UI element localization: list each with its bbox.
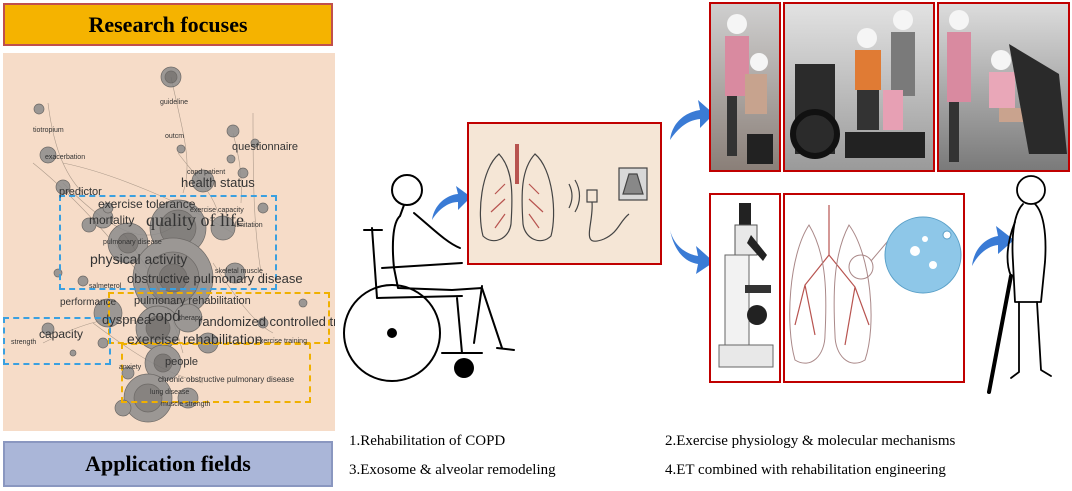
research-focuses-title: Research focuses: [88, 11, 248, 37]
wheel-hub-icon: [390, 331, 394, 335]
keyword-exercise-rehabilitation: exercise rehabilitation: [127, 331, 263, 347]
keyword-pulmonary-rehabilitation: pulmonary rehabilitation: [134, 295, 251, 307]
exercise-photo-1-art: [725, 14, 773, 164]
focus-box-orange-lower: [121, 343, 311, 403]
microscope-photo: [709, 193, 781, 383]
microscope-art: [718, 203, 774, 368]
lung-ultrasound-drawing: [479, 144, 648, 242]
keyword-mortality: mortality: [89, 213, 135, 227]
keyword-quality-of-life: quality of life: [146, 210, 244, 230]
arrow-up-right-icon: [670, 100, 714, 140]
keyword-cooccurrence-map: tiotropium exacerbation guideline outcm …: [3, 53, 335, 431]
keyword-salmeterol: salmeterol: [89, 283, 122, 290]
application-fields-banner: Application fields: [3, 441, 333, 487]
keyword-muscle-strength: muscle strength: [161, 401, 211, 408]
focus-box-blue-lower: [3, 317, 111, 365]
arrow-down-right-icon: [670, 230, 714, 274]
walking-elder-illustration: [987, 175, 1052, 394]
keyword-strength: strength: [11, 339, 37, 346]
keyword-exercise-tolerance: exercise tolerance: [98, 197, 196, 211]
exercise-photo-3-art: [947, 10, 1067, 162]
keyword-physical-activity: physical activity: [90, 251, 188, 267]
keyword-pulmonary-disease: pulmonary disease: [103, 239, 162, 246]
exercise-photo-2: [783, 2, 935, 172]
alveolar-remodeling-art: [789, 205, 962, 364]
application-item-2: 2.Exercise physiology & molecular mechan…: [665, 433, 956, 449]
lung-ultrasound-panel: [467, 122, 662, 265]
keyword-capacity: capacity: [39, 327, 84, 341]
focus-box-blue-upper: [59, 195, 277, 290]
arrow-to-lung-icon: [432, 186, 471, 220]
wheelchair-patient-illustration: [343, 174, 515, 382]
keyword-therapy: therapy: [179, 315, 203, 322]
application-item-1: 1.Rehabilitation of COPD: [349, 433, 506, 449]
keyword-exacerbation: exacerbation: [45, 154, 86, 161]
arrow-to-walker-icon: [972, 226, 1014, 266]
keyword-copd-patient: copd patient: [187, 169, 226, 176]
network-graph: [32, 66, 308, 423]
keyword-health-status: health status: [181, 175, 255, 190]
keyword-exercise-capacity: exercise capacity: [190, 207, 244, 214]
keyword-dyspnea: dyspnea: [102, 312, 152, 327]
keyword-limitation: limitation: [235, 222, 263, 229]
application-item-3: 3.Exosome & alveolar remodeling: [349, 462, 556, 478]
keyword-exercise-training: exercise training: [256, 338, 307, 345]
keyword-lung-disease: lung disease: [150, 389, 190, 396]
research-focuses-banner: Research focuses: [3, 3, 333, 46]
keyword-randomized-controlled-trial: randomized controlled trial: [198, 314, 335, 329]
keyword-guideline: guideline: [160, 99, 189, 106]
exercise-photo-1: [709, 2, 781, 172]
alveolar-remodeling-panel: [783, 193, 965, 383]
keyword-people: people: [165, 356, 199, 368]
keyword-copd: copd: [148, 308, 181, 325]
exercise-photo-3: [937, 2, 1070, 172]
keyword-skeletal-muscle: skeletal muscle: [215, 268, 263, 275]
application-fields-title: Application fields: [85, 451, 251, 476]
keyword-tiotropium: tiotropium: [33, 127, 64, 134]
keyword-chronic-obstructive-pulmonary-disease: chronic obstructive pulmonary disease: [158, 375, 295, 384]
keyword-performance: performance: [60, 297, 117, 308]
keyword-anxiety: anxiety: [119, 364, 142, 371]
exercise-photo-2-art: [790, 10, 925, 159]
keyword-questionnaire: questionnaire: [232, 141, 299, 153]
application-item-4: 4.ET combined with rehabilitation engine…: [665, 462, 946, 478]
keyword-obstructive-pulmonary-disease: obstructive pulmonary disease: [127, 271, 303, 286]
keyword-predictor: predictor: [59, 186, 102, 198]
keyword-outcm: outcm: [165, 133, 185, 140]
